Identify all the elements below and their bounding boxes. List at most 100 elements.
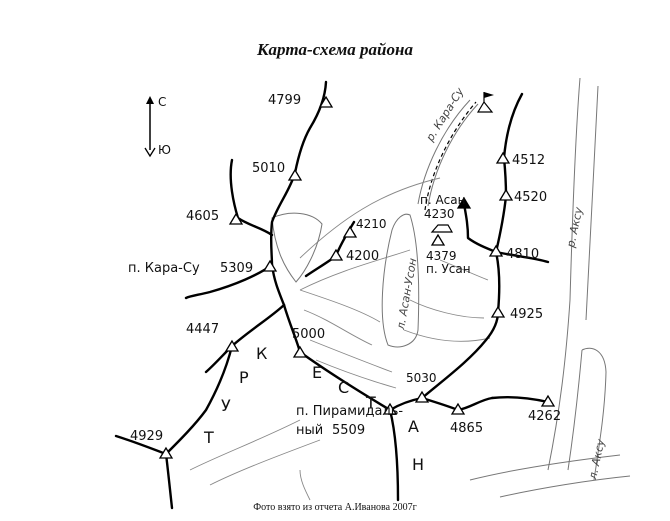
peak-4379-marker [430,233,446,246]
ridge-5010-to-kara-su [269,171,297,267]
peak-kara-su-name: п. Кара-Су [128,261,200,276]
peak-4200-label: 4200 [346,249,379,264]
ridge-4447 [204,303,286,374]
peak-5010-label: 5010 [252,161,285,176]
ridge-4929 [114,434,174,510]
ridge-pyramidal-south [388,408,400,502]
peak-4210-label: 4210 [356,217,387,231]
kara-su-cirque [271,212,323,283]
range-letter: Т [203,428,214,447]
kara-su-river-label: р. Кара-Су [423,85,467,144]
glacier-hatch [315,359,397,389]
peak-asan-name: п. Асан [420,193,465,207]
peak-5000-label: 5000 [292,327,325,342]
peak-4447-label: 4447 [186,322,219,337]
ridge-turkestan-west [164,344,234,456]
glacier-hatch [189,419,301,471]
peak-4200-marker [328,248,344,261]
aksu-lower-label: л. Аксу [586,438,607,482]
range-letter: Р [239,368,249,387]
glacier-hatch [209,439,321,486]
peak-4379-label: 4379 [426,249,457,263]
route-path [424,101,477,211]
peak-5010-marker [287,168,303,181]
peak-4929-label: 4929 [130,429,163,444]
range-letter: Е [312,363,322,382]
glacier-hatch [299,469,311,501]
peak-4520-label: 4520 [514,190,547,205]
glacier-outline-2 [299,249,411,291]
ridge-turkestan-main [298,350,392,412]
peak-kara-su-height: 5309 [220,261,253,276]
peak-5030-label: 5030 [406,371,437,385]
ridge-4810-4520 [494,156,508,254]
peak-4447-marker [224,339,240,352]
peak-4262-marker [540,394,556,407]
kara-su-river-line-2 [427,103,479,207]
peak-4810-label: 4810 [506,247,539,262]
peak-usan-name: п. Усан [426,262,471,276]
peak-4810-marker [488,244,504,257]
tent-icon [430,224,454,233]
range-letter: Н [412,455,424,474]
camp-icon [476,92,494,113]
glacier-hatch [439,259,489,281]
peak-pyramidal-height: 5509 [332,423,365,438]
ridge-4512-north [502,92,524,160]
ridge-4262 [490,396,550,404]
peak-4520-marker [498,188,514,201]
peak-4210-marker [342,225,358,238]
range-letter: К [256,344,268,363]
aksu-outflow [469,454,621,481]
compass-north-label: С [158,95,166,109]
aksu-lower-valley [581,347,607,481]
ridge-usan [462,202,498,254]
peak-4865-label: 4865 [450,421,483,436]
glacier-hatch [303,309,373,346]
peak-4605-label: 4605 [186,209,219,224]
peak-4262-label: 4262 [528,409,561,424]
peak-pyramidal-name-1: п. Пирамидаль- [296,404,403,419]
peak-4925-marker [490,305,506,318]
range-letter: Т [365,393,376,412]
ridge-5030-4865 [388,396,494,412]
glacier-hatch [299,289,381,323]
compass-arrow [144,96,156,158]
glacier-outline [299,177,441,259]
map-title: Карта-схема района [257,40,413,59]
peak-5000-marker [292,345,308,358]
peak-4512-label: 4512 [512,153,545,168]
peak-kara-su-marker [262,259,278,272]
peak-5030-marker [414,390,430,403]
aksu-valley-line [547,77,581,471]
aksu-valley-line-2 [585,85,599,321]
range-letter: А [408,417,419,436]
ridge-east-main [420,310,500,400]
glacier-hatch [409,299,485,319]
aksu-upper-label: р. Аксу [564,206,585,250]
range-letter: У [221,396,231,415]
peak-4605-marker [228,212,244,225]
peak-asan-marker [456,196,472,209]
peak-asan-height: 4230 [424,207,455,221]
peak-4799-label: 4799 [268,93,301,108]
peak-4925-label: 4925 [510,307,543,322]
asan-uson-label: л. Асан-Усон [394,257,420,331]
range-letter: С [338,378,349,397]
glacier-hatch [309,339,393,373]
asan-uson-glacier [381,213,420,348]
ridge-kara-su-west [184,263,274,300]
aksu-outflow-2 [499,475,631,498]
peak-4799-marker [318,95,334,108]
photo-caption: Фото взято из отчета А.Иванова 2007г [253,502,417,513]
peak-4512-marker [495,151,511,164]
peak-4865-marker [450,402,466,415]
ridge-4925-4810 [494,250,501,314]
ridge-4799 [293,80,328,175]
kara-su-river-line [417,99,471,205]
peak-pyramidal-marker [382,402,398,415]
peak-pyramidal-name-2: ный [296,423,323,438]
aksu-lower-valley-2 [567,349,583,471]
compass-south-label: Ю [158,143,171,157]
